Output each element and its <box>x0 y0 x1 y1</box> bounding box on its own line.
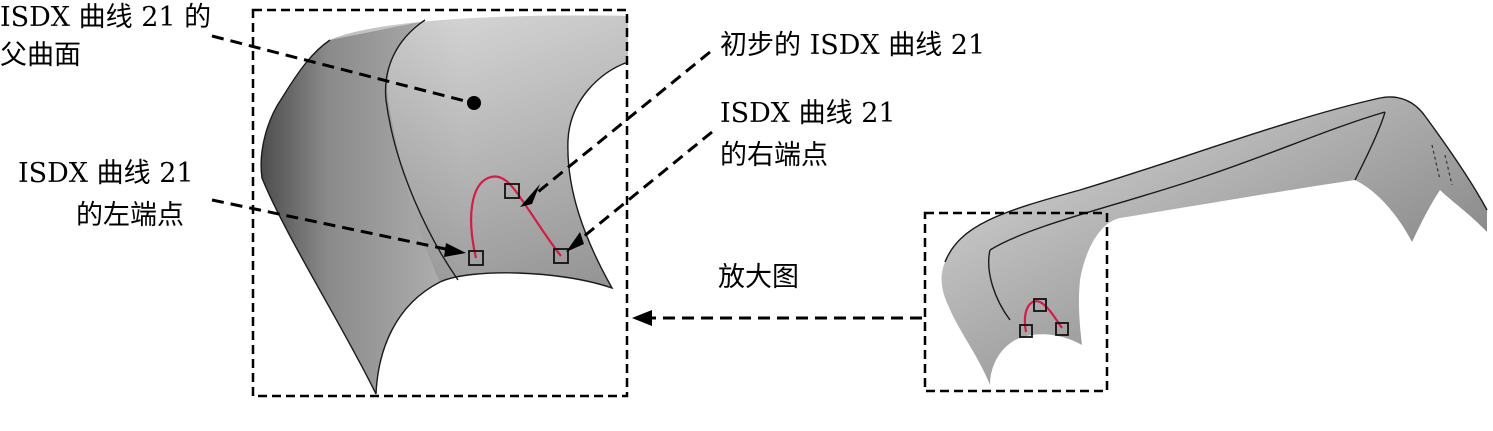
zoomed-view <box>251 8 629 398</box>
zoomed-left-endpoint-marker <box>468 250 484 266</box>
right-endpoint-leader <box>571 130 713 248</box>
parent-surface-label-line2: 父曲面 <box>0 40 81 71</box>
zoom-label: 放大图 <box>718 262 799 293</box>
zoom-arrow-icon <box>632 310 652 326</box>
left-endpoint-label-line1: ISDX 曲线 21 <box>18 158 194 189</box>
zoomed-initial-curve <box>470 175 562 259</box>
left-endpoint-label-line2: 的左端点 <box>76 200 184 231</box>
initial-curve-label: 初步的 ISDX 曲线 21 <box>720 30 985 61</box>
left-endpoint-leader <box>211 198 461 254</box>
initial-curve-leader <box>527 50 711 202</box>
overview-surface-edge-upper <box>989 111 1386 251</box>
right-endpoint-label-line1: ISDX 曲线 21 <box>720 98 896 129</box>
overview-part-surface <box>941 96 1487 385</box>
overview-left-endpoint-marker <box>1019 324 1033 338</box>
parent-surface-label-line1: ISDX 曲线 21 的 <box>0 2 211 33</box>
parent-surface-leader <box>211 34 466 103</box>
zoomed-right-endpoint-marker <box>553 248 569 264</box>
zoomed-mid-point-marker <box>504 183 520 199</box>
overview-right-endpoint-marker <box>1055 322 1069 336</box>
zoomed-view-frame <box>251 8 629 398</box>
overview-zoom-frame <box>923 211 1109 393</box>
overview-surface-outline <box>944 96 1488 263</box>
parent-surface-dot-marker <box>467 96 481 110</box>
overview-surface-edge-lower <box>988 249 1011 321</box>
overview-view <box>923 96 1488 393</box>
zoomed-surface-outline <box>260 39 629 395</box>
leader-lines <box>211 34 922 326</box>
overview-mid-point-marker <box>1033 298 1047 312</box>
overview-surface-corner-edge <box>1354 111 1386 181</box>
overview-initial-curve <box>1023 300 1063 333</box>
zoomed-surface-edge-line <box>384 19 459 281</box>
labels: ISDX 曲线 21 的 父曲面 初步的 ISDX 曲线 21 ISDX 曲线 … <box>0 2 985 293</box>
right-endpoint-label-line2: 的右端点 <box>720 140 828 171</box>
